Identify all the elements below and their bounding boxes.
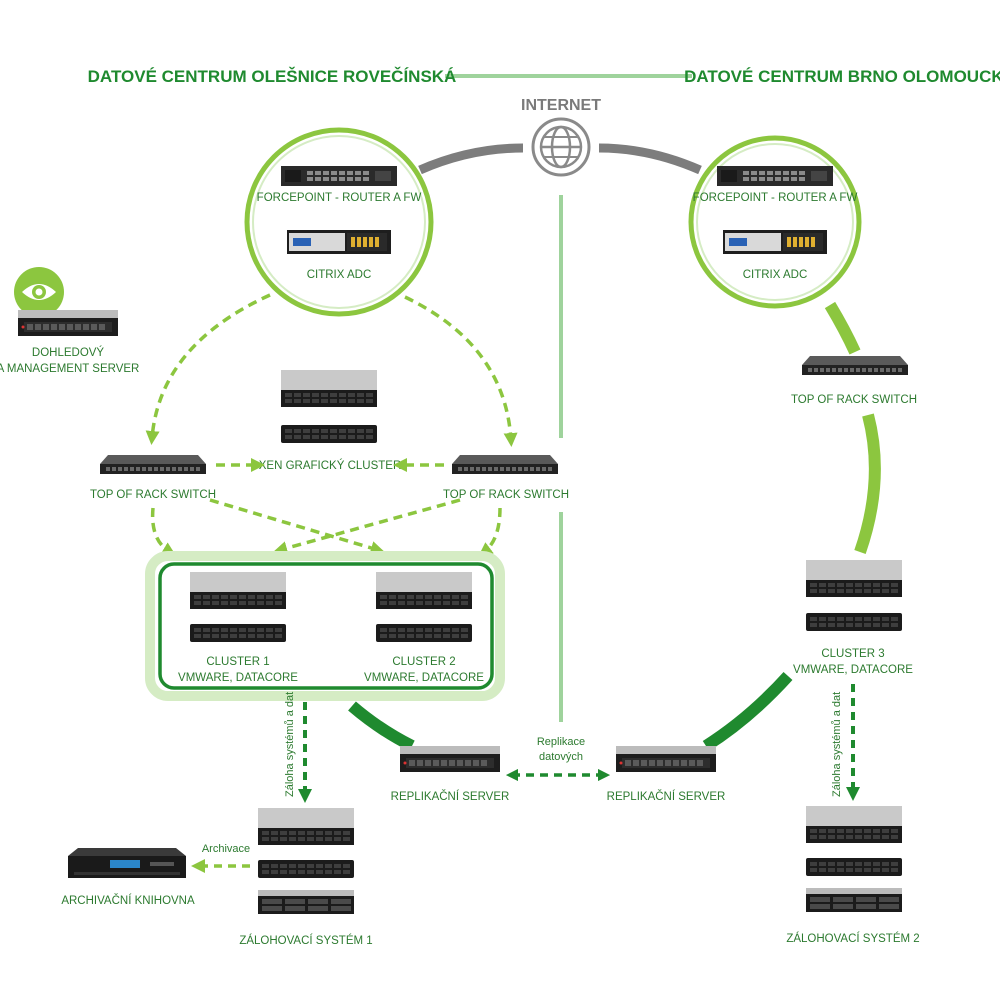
right-replication-label: REPLIKAČNÍ SERVER [607,790,726,803]
cluster1-label-1: CLUSTER 1 [206,656,269,668]
mid-switch-to-cluster1 [273,498,461,555]
backup-label-left: Záloha systémů a dat [284,692,296,797]
cluster-to-left-repl [348,701,415,752]
right-tor-switch [802,356,908,375]
right-dc-title: DATOVÉ CENTRUM BRNO OLOMOUCKÁ [684,67,1000,86]
mid-tor-switch [452,455,558,474]
left-switch-to-cluster2 [209,498,385,555]
left-gateway-circle [244,127,434,317]
cluster1-label-2: VMWARE, DATACORE [178,672,298,684]
archive-library-label: ARCHIVAČNÍ KNIHOVNA [61,894,195,907]
left-tor-switch [100,455,206,474]
backup2-server-top [806,806,902,843]
cluster3-server-top [806,560,902,597]
left-tor-switch-label: TOP OF RACK SWITCH [90,489,216,501]
replication-label-1: Replikace [537,736,585,748]
backup2-server-mid [806,858,902,876]
cluster2-label-1: CLUSTER 2 [392,656,455,668]
internet-link-right [598,143,702,175]
right-forcepoint-label: FORCEPOINT - ROUTER A FW [693,192,858,204]
left-forcepoint-router [281,166,397,186]
backup1-server-mid [258,860,354,878]
backup-system2-label: ZÁLOHOVACÍ SYSTÉM 2 [786,932,919,945]
right-gateway-to-switch [824,301,861,355]
right-forcepoint-router [717,166,833,186]
backup-system1-label: ZÁLOHOVACÍ SYSTÉM 1 [239,934,372,947]
backup1-disk-array [258,890,354,914]
left-citrix-adc [287,230,391,254]
internet-label: INTERNET [521,97,601,114]
backup-label-right: Záloha systémů a dat [831,692,843,797]
right-switch-to-cluster3 [854,413,881,554]
mid-switch-to-cluster2 [478,507,502,557]
left-dc-title: DATOVÉ CENTRUM OLEŠNICE ROVEČÍNSKÁ [88,67,457,86]
monitoring-server [18,310,118,336]
right-citrix-label: CITRIX ADC [743,269,808,281]
monitoring-label-2: A MANAGEMENT SERVER [0,363,139,375]
replication-label-2: datových [539,751,583,763]
right-tor-switch-label: TOP OF RACK SWITCH [791,394,917,406]
xen-cluster-label: XEN GRAFICKÝ CLUSTER [259,459,402,472]
left-forcepoint-label: FORCEPOINT - ROUTER A FW [257,192,422,204]
cluster3-label-1: CLUSTER 3 [821,648,884,660]
cluster1-server-bottom [190,624,286,642]
xen-server-bottom [281,425,377,443]
eye-icon [14,267,64,317]
backup2-disk-array [806,888,902,912]
monitoring-label-1: DOHLEDOVÝ [32,346,105,359]
mid-tor-switch-label: TOP OF RACK SWITCH [443,489,569,501]
cluster2-label-2: VMWARE, DATACORE [364,672,484,684]
xen-server-top [281,370,377,407]
backup1-server-top [258,808,354,845]
cluster2-server-bottom [376,624,472,642]
cluster3-server-bottom [806,613,902,631]
cluster1-server-top [190,572,286,609]
right-citrix-adc [723,230,827,254]
archive-library [68,848,186,878]
cluster3-to-right-repl [702,671,793,752]
left-citrix-label: CITRIX ADC [307,269,372,281]
cluster2-server-top [376,572,472,609]
globe-icon [531,117,591,177]
left-replication-server [400,746,500,772]
left-replication-label: REPLIKAČNÍ SERVER [391,790,510,803]
archive-label: Archivace [202,843,250,855]
gateway-to-left-switch [145,293,271,445]
left-switch-to-cluster1 [150,507,177,556]
cluster3-label-2: VMWARE, DATACORE [793,664,913,676]
right-replication-server [616,746,716,772]
gateway-to-mid-switch [404,295,518,447]
internet-link-left [418,143,524,175]
